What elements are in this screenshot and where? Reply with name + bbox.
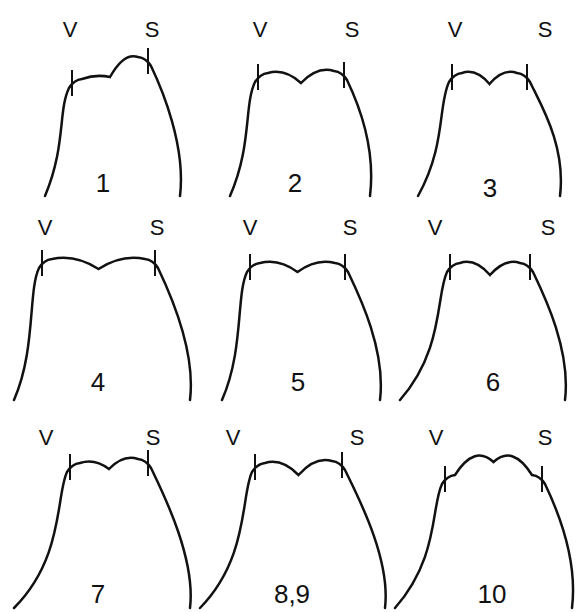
boundary-tick [449, 254, 451, 280]
figure-number: 3 [483, 175, 497, 201]
side-label: V [448, 19, 463, 41]
figure-number: 5 [291, 369, 305, 395]
side-label: S [345, 19, 360, 41]
figure-number: 4 [91, 369, 105, 395]
side-label: V [63, 19, 78, 41]
boundary-tick [147, 450, 149, 476]
tooth-profile [200, 460, 386, 608]
figure-number: 7 [91, 581, 105, 607]
side-label: S [145, 19, 160, 41]
boundary-tick [147, 48, 149, 74]
side-label: V [39, 427, 54, 449]
tooth-profile [395, 456, 573, 608]
boundary-tick [541, 466, 543, 492]
boundary-tick [526, 64, 528, 90]
figure-number: 10 [478, 581, 507, 607]
boundary-tick [341, 452, 343, 478]
side-label: V [429, 427, 444, 449]
tooth-profile [400, 262, 566, 400]
boundary-tick [529, 254, 531, 280]
side-label: V [243, 217, 258, 239]
boundary-tick [249, 254, 251, 280]
tooth-profile [14, 458, 191, 608]
tooth-profile [45, 56, 181, 196]
figure-number: 8,9 [274, 581, 310, 607]
boundary-tick [154, 250, 156, 276]
boundary-tick [254, 454, 256, 480]
side-label: S [538, 427, 553, 449]
figure-number: 2 [288, 170, 302, 196]
side-label: V [226, 427, 241, 449]
side-label: V [253, 19, 268, 41]
side-label: S [541, 217, 556, 239]
figure-number: 1 [96, 170, 110, 196]
boundary-tick [71, 70, 73, 96]
side-label: S [538, 19, 553, 41]
side-label: S [350, 427, 365, 449]
boundary-tick [257, 64, 259, 90]
side-label: S [150, 217, 165, 239]
boundary-tick [69, 454, 71, 480]
figure-number: 6 [486, 369, 500, 395]
side-label: S [146, 427, 161, 449]
boundary-tick [451, 64, 453, 90]
boundary-tick [344, 254, 346, 280]
side-label: V [428, 217, 443, 239]
boundary-tick [41, 250, 43, 276]
tooth-profile [14, 258, 191, 400]
boundary-tick [343, 62, 345, 88]
tooth-profile [230, 70, 371, 196]
side-label: V [38, 217, 53, 239]
boundary-tick [444, 466, 446, 492]
side-label: S [343, 217, 358, 239]
tooth-profile [222, 262, 381, 400]
